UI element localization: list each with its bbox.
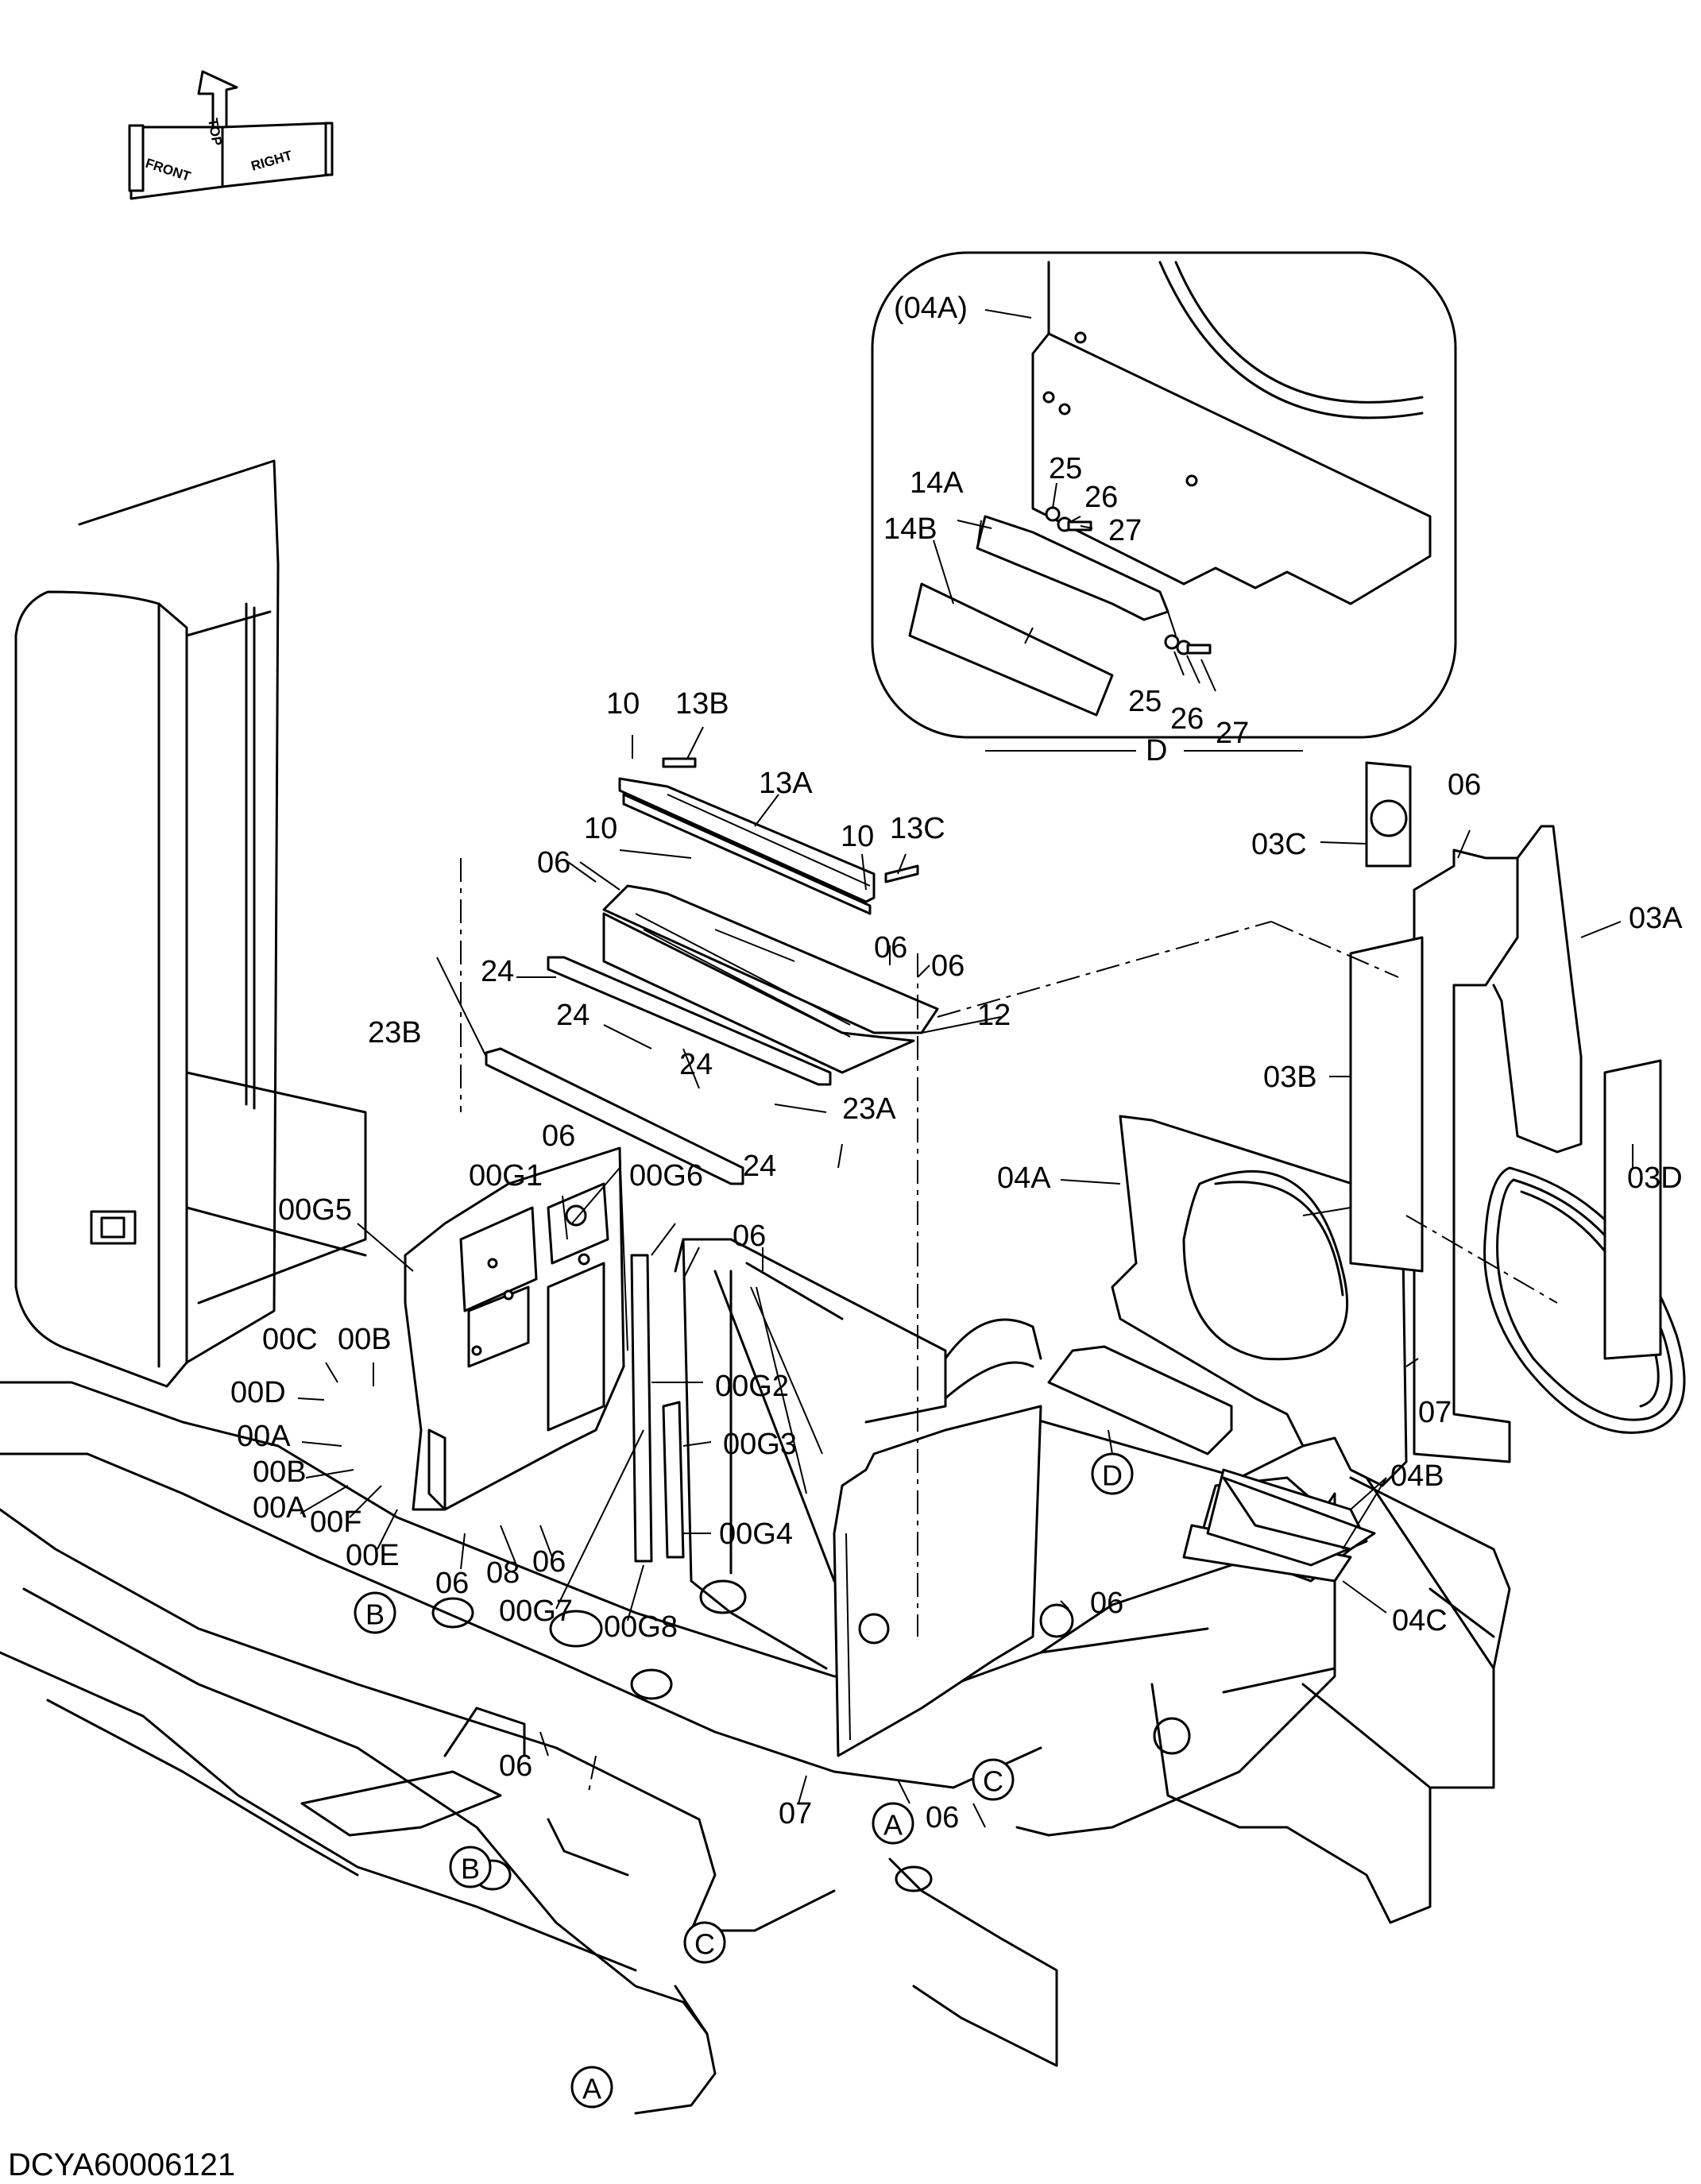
part-label-24-c: 24 (679, 1048, 713, 1081)
part-label-06-b: 06 (874, 931, 907, 964)
part-label-00g3: 00G3 (723, 1428, 797, 1461)
part-label-00d: 00D (230, 1376, 286, 1409)
callout-b-upper: B (354, 1591, 396, 1634)
part-label-24-b: 24 (556, 999, 590, 1032)
side-panel-00g1 (404, 1146, 628, 1511)
callout-d: D (1091, 1452, 1134, 1495)
part-label-00f: 00F (310, 1506, 361, 1539)
svg-text:A: A (883, 1809, 903, 1842)
part-label-06-a: 06 (537, 846, 570, 879)
part-label-00g6: 00G6 (629, 1159, 703, 1193)
part-label-00b-a: 00B (338, 1323, 392, 1356)
callouts: A A B B C C D (354, 1452, 1134, 2109)
part-label-00b-b: 00B (253, 1455, 307, 1489)
part-label-00g2: 00G2 (715, 1370, 789, 1403)
right-bracket-assembly (1349, 761, 1662, 1463)
part-label-04a: 04A (997, 1162, 1051, 1195)
part-label-23a: 23A (842, 1092, 896, 1126)
drawing-code: DCYA60006121 (8, 2147, 235, 2182)
part-label-06-e: 06 (733, 1220, 766, 1253)
part-label-06-k: 06 (1448, 768, 1481, 802)
callout-b-lower: B (449, 1846, 492, 1888)
top-cover-assembly (485, 757, 939, 1185)
svg-text:C: C (694, 1928, 715, 1961)
part-label-10-c: 10 (841, 820, 874, 853)
svg-text:C: C (983, 1765, 1003, 1798)
detail-d (871, 251, 1457, 739)
callout-c-right: C (972, 1758, 1015, 1801)
detail-d-labels: (04A) 25 26 27 14A 14B 25 26 27 D (883, 292, 1249, 767)
part-label-06-j: 06 (926, 1801, 959, 1834)
part-label-08: 08 (486, 1556, 520, 1590)
part-label-00g8: 00G8 (604, 1610, 678, 1644)
part-label-04c: 04C (1392, 1604, 1448, 1637)
part-label-23b: 23B (368, 1016, 422, 1049)
part-label-00g5: 00G5 (278, 1193, 352, 1227)
callout-c-bottom: C (683, 1921, 726, 1964)
callout-a-frame-right: A (872, 1802, 914, 1845)
part-label-04b: 04B (1390, 1459, 1444, 1493)
detail-label-14a: 14A (910, 466, 964, 500)
detail-label-25-a: 25 (1049, 452, 1082, 485)
part-label-00a-a: 00A (237, 1420, 291, 1453)
part-label-00g1: 00G1 (469, 1159, 543, 1193)
part-label-24-a: 24 (481, 955, 514, 988)
svg-text:A: A (582, 2073, 601, 2105)
part-label-07-b: 07 (1418, 1396, 1452, 1429)
svg-text:D: D (1102, 1459, 1123, 1492)
part-label-00g7: 00G7 (499, 1595, 573, 1628)
part-label-03d: 03D (1627, 1162, 1683, 1195)
part-label-13c: 13C (890, 812, 945, 845)
detail-label-14b: 14B (883, 512, 937, 546)
part-label-07-a: 07 (779, 1797, 812, 1830)
part-label-13a: 13A (759, 767, 813, 800)
part-label-06-c: 06 (931, 949, 965, 983)
part-label-06-f: 06 (435, 1567, 469, 1600)
04b-04c-panels (1206, 1468, 1376, 1567)
part-label-00g4: 00G4 (719, 1517, 793, 1551)
orientation-glyph: FRONT TOP RIGHT (128, 70, 334, 200)
detail-label-25-b: 25 (1128, 685, 1162, 718)
radiator-assembly (630, 1238, 1042, 1757)
part-label-06-h: 06 (499, 1749, 532, 1783)
part-label-00a-b: 00A (253, 1491, 307, 1525)
part-label-24-d: 24 (743, 1150, 776, 1183)
part-label-03b: 03B (1263, 1061, 1317, 1094)
leader-lines (297, 309, 1633, 1828)
detail-label-27-b: 27 (1216, 717, 1249, 750)
left-upper-cover (14, 459, 367, 1388)
detail-label-04a: (04A) (894, 292, 968, 325)
part-label-06-g: 06 (532, 1545, 566, 1579)
part-label-10-a: 10 (606, 687, 640, 721)
part-label-10-b: 10 (584, 812, 617, 845)
part-label-13b: 13B (675, 687, 729, 721)
svg-text:B: B (461, 1853, 480, 1885)
part-label-00e: 00E (346, 1539, 400, 1572)
part-label-06-d: 06 (542, 1119, 575, 1153)
callout-a-frame-bottom: A (570, 2066, 613, 2109)
part-label-00c: 00C (262, 1323, 318, 1356)
part-label-03c: 03C (1251, 828, 1307, 861)
part-label-06-i: 06 (1090, 1587, 1123, 1620)
detail-label-26-b: 26 (1170, 702, 1204, 736)
part-labels: 10 13B 13A 10 10 13C 06 06 06 12 24 24 2… (230, 687, 1683, 1834)
detail-label-26-a: 26 (1084, 481, 1118, 514)
svg-text:B: B (365, 1598, 385, 1631)
part-label-03a: 03A (1629, 902, 1683, 935)
detail-title: D (1146, 734, 1167, 767)
part-label-12: 12 (977, 999, 1011, 1032)
detail-label-27-a: 27 (1108, 514, 1142, 547)
